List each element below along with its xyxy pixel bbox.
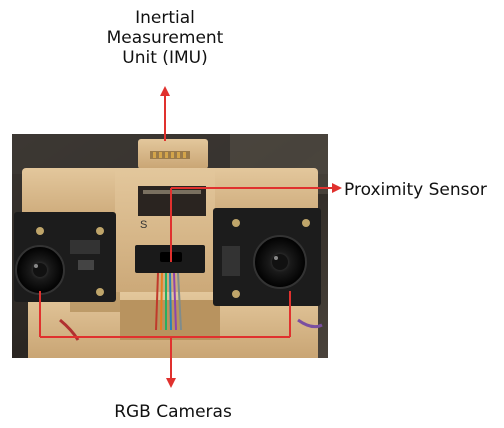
imu-label-line-1: Inertial [135, 8, 195, 28]
ribbon-cable [155, 272, 182, 331]
imu-chip [150, 151, 190, 159]
proximity-arrowhead [332, 183, 342, 193]
rgb-cameras-label: RGB Cameras [114, 402, 232, 422]
rgb-arrowhead [166, 378, 176, 388]
svg-text:S: S [140, 219, 147, 231]
pointer-lines [39, 86, 342, 388]
imu-arrowhead [160, 86, 170, 96]
imu-label: Inertial Measurement Unit (IMU) [80, 8, 250, 68]
proximity-sensor-label: Proximity Sensor [344, 180, 487, 200]
imu-label-line-3: Unit (IMU) [122, 48, 208, 68]
imu-label-line-2: Measurement [106, 28, 224, 48]
